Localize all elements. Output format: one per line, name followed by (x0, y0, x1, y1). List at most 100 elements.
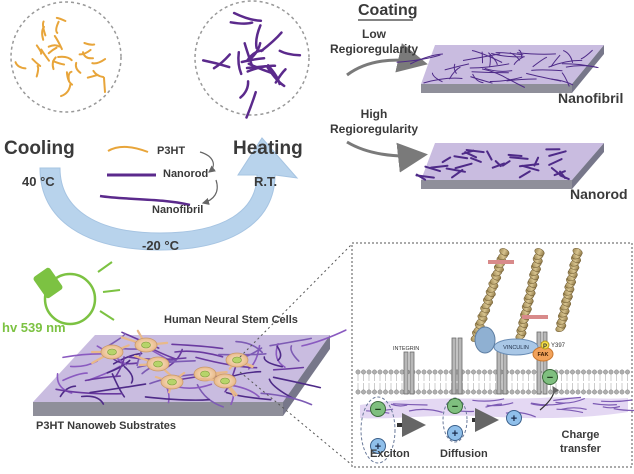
lipid-head (598, 390, 602, 394)
lipid-head (559, 390, 563, 394)
lipid-head (625, 370, 629, 374)
lipid-head (389, 370, 393, 374)
lipid-head (521, 370, 525, 374)
coating-arrow-high (347, 142, 422, 156)
lipid-head (603, 370, 607, 374)
lipid-head (521, 390, 525, 394)
lipid-head (515, 370, 519, 374)
neuron-nucleus (154, 361, 163, 367)
lipid-head (488, 370, 492, 374)
y397-label: Y397 (551, 343, 566, 349)
lipid-head (581, 390, 585, 394)
lipid-head (526, 370, 530, 374)
p3ht-solution-circle (11, 2, 121, 112)
nanorod-label: Nanorod (570, 186, 628, 202)
lipid-head (565, 390, 569, 394)
temp-40-label: 40 °C (22, 174, 55, 189)
neural-substrate (33, 330, 346, 416)
lipid-head (400, 370, 404, 374)
lipid-head (609, 370, 613, 374)
charge-transfer-label: Charge transfer (560, 428, 601, 456)
lipid-head (510, 390, 514, 394)
nanorod-substrate (416, 143, 604, 189)
legend-arrow-2 (203, 180, 217, 203)
p3ht-chain (104, 78, 105, 92)
coating-arrow-low (347, 60, 422, 75)
lipid-head (477, 370, 481, 374)
lipid-head (510, 370, 514, 374)
neuron-nucleus (142, 342, 151, 348)
neuron-nucleus (221, 378, 230, 384)
neuron-nucleus (233, 357, 242, 363)
lipid-head (515, 390, 519, 394)
lipid-head (620, 370, 624, 374)
nanorod-chain (231, 22, 252, 23)
lipid-head (576, 370, 580, 374)
lipid-head (614, 390, 618, 394)
crosslink-1 (488, 260, 514, 264)
diffusion-minus: − (452, 401, 458, 413)
lipid-head (422, 390, 426, 394)
lipid-head (394, 390, 398, 394)
lipid-head (372, 390, 376, 394)
lipid-head (444, 390, 448, 394)
phospho-p-label: P (543, 344, 547, 350)
lipid-head (565, 370, 569, 374)
lipid-head (444, 370, 448, 374)
lipid-head (570, 390, 574, 394)
lipid-head (378, 370, 382, 374)
lipid-head (367, 370, 371, 374)
cooling-label: Cooling (4, 138, 75, 160)
lipid-head (372, 370, 376, 374)
legend-nanofibril-label: Nanofibril (152, 204, 203, 216)
nanofibril-label: Nanofibril (558, 90, 623, 106)
lipid-head (609, 390, 613, 394)
vinculin-label: VINCULIN (503, 345, 529, 351)
nanorod-strand (509, 155, 522, 156)
nanoweb-substrate-label: P3HT Nanoweb Substrates (36, 420, 176, 432)
lipid-head (488, 390, 492, 394)
temp-neg20-label: -20 °C (142, 238, 179, 253)
lipid-head (570, 370, 574, 374)
crosslink-2 (522, 315, 548, 319)
fak-label: FAK (538, 352, 549, 358)
lipid-head (603, 390, 607, 394)
high-regioregularity-label: High Regioregularity (330, 107, 418, 137)
diffusion-label: Diffusion (440, 448, 488, 460)
lipid-head (383, 390, 387, 394)
heating-label: Heating (233, 138, 303, 160)
lipid-head (367, 390, 371, 394)
integrin-label: INTEGRIN (393, 346, 419, 352)
lipid-head (625, 390, 629, 394)
lipid-head (471, 370, 475, 374)
lipid-head (394, 370, 398, 374)
low-regioregularity-label: Low Regioregularity (330, 27, 418, 57)
lipid-head (466, 370, 470, 374)
lipid-head (383, 370, 387, 374)
lipid-head (592, 390, 596, 394)
light-wavelength-label: hv 539 nm (2, 320, 66, 335)
lipid-head (361, 390, 365, 394)
lipid-head (378, 390, 382, 394)
lipid-head (416, 370, 420, 374)
substrate-plus: + (511, 413, 517, 425)
lipid-head (416, 390, 420, 394)
exciton-label: Exciton (370, 448, 410, 460)
lipid-head (532, 370, 536, 374)
neuron-nucleus (168, 379, 177, 385)
lipid-head (532, 390, 536, 394)
lipid-head (466, 390, 470, 394)
lipid-head (471, 390, 475, 394)
lipid-head (433, 390, 437, 394)
neuron-nucleus (108, 349, 117, 355)
lipid-head (614, 370, 618, 374)
legend-p3ht-line (108, 147, 148, 152)
lipid-head (587, 370, 591, 374)
lipid-head (581, 370, 585, 374)
neural-stem-cells-label: Human Neural Stem Cells (164, 314, 298, 326)
nanofibril-substrate (397, 45, 604, 93)
lipid-head (433, 370, 437, 374)
lipid-head (559, 370, 563, 374)
nanorod-solution-circle (195, 1, 309, 118)
